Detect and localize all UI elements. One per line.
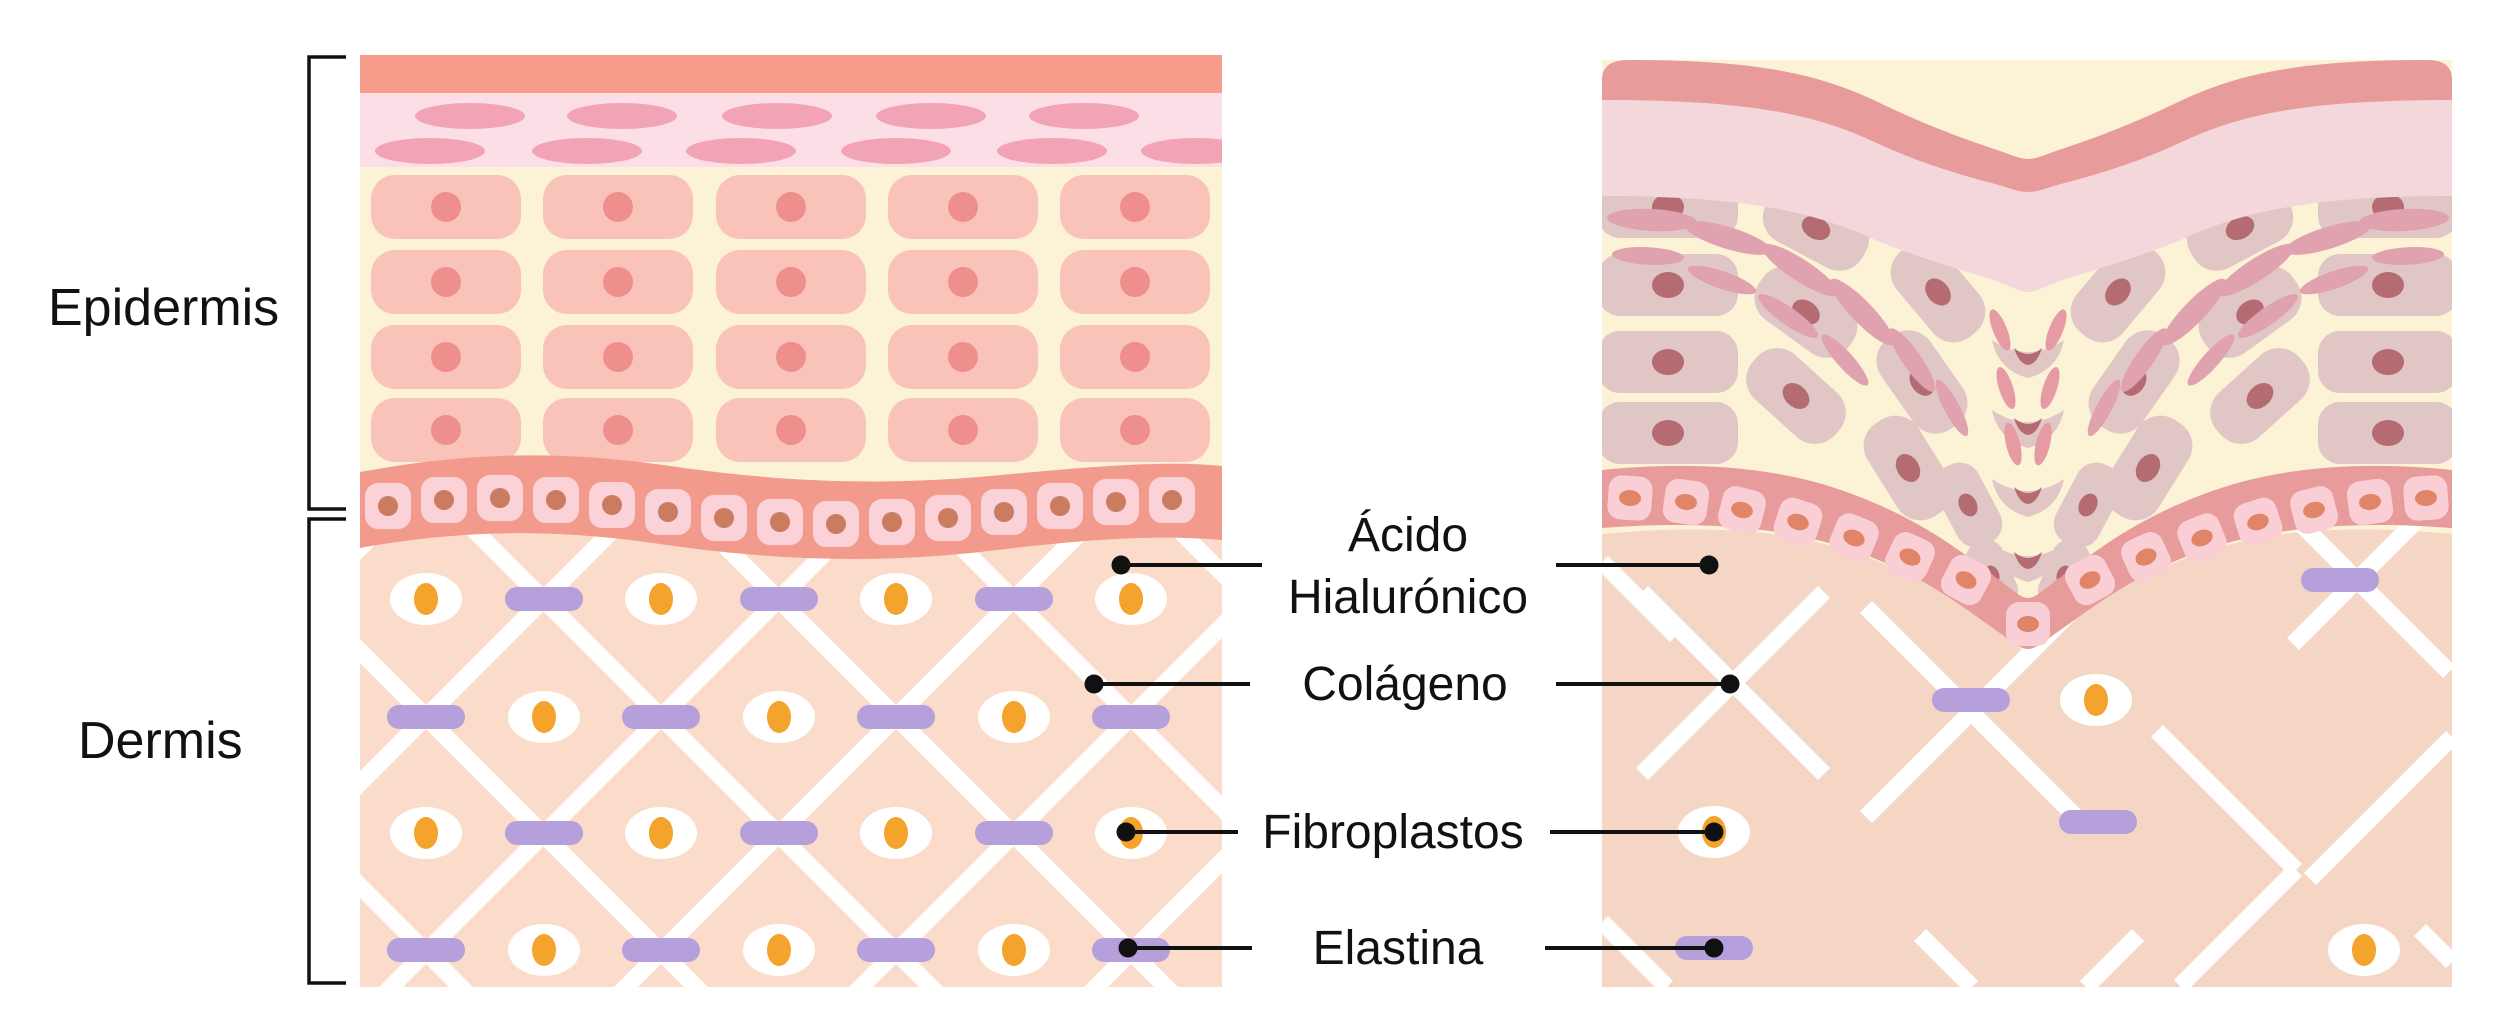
colageno-label: Colágeno	[1302, 658, 1508, 711]
elastin-fiber	[740, 587, 818, 611]
acido-label-line2: Hialurónico	[1288, 571, 1528, 624]
dermis-bracket-group: Dermis	[78, 517, 346, 985]
elastin-fiber	[857, 705, 935, 729]
epidermis-label: Epidermis	[48, 279, 279, 337]
epidermis-bracket	[307, 55, 346, 511]
elastin-fiber	[505, 587, 583, 611]
elastin-fiber	[975, 587, 1053, 611]
dermis-bracket	[307, 517, 346, 985]
elastin-fiber	[1092, 705, 1170, 729]
elastina-label: Elastina	[1313, 922, 1484, 975]
annotation-fibroplastos: Fibroplastos	[1116, 806, 1724, 859]
leader-dot	[1118, 938, 1138, 958]
elastin-fiber	[1932, 688, 2010, 712]
elastin-fiber	[505, 821, 583, 845]
elastin-fiber	[857, 938, 935, 962]
annotation-acido-hialuronico: Ácido Hialurónico	[1111, 509, 1719, 624]
fibroblast	[2060, 674, 2132, 726]
acido-label-line1: Ácido	[1348, 509, 1468, 562]
elastin-fiber	[2059, 810, 2137, 834]
fibroblast	[978, 924, 1050, 976]
dermis-label: Dermis	[78, 712, 243, 770]
elastin-fiber	[387, 705, 465, 729]
elastin-fiber	[975, 821, 1053, 845]
annotation-colageno: Colágeno	[1084, 658, 1740, 711]
stratum-corneum	[360, 55, 1222, 93]
elastin-fiber	[740, 821, 818, 845]
epidermis-bracket-group: Epidermis	[48, 55, 346, 511]
collagen-lattice	[360, 500, 1222, 987]
elastin-fiber	[622, 938, 700, 962]
fibroblast	[508, 691, 580, 743]
fibroblast	[860, 807, 932, 859]
fibroblast	[2328, 924, 2400, 976]
leader-dot	[1720, 674, 1740, 694]
fibroblast	[508, 924, 580, 976]
leader-dot	[1699, 555, 1719, 575]
aged-skin-panel	[1602, 60, 2452, 987]
wrinkled-stratum-corneum	[1602, 60, 2452, 192]
fibroblast	[390, 807, 462, 859]
elastin-fiber	[2301, 568, 2379, 592]
leader-dot	[1111, 555, 1131, 575]
fibroblast	[625, 573, 697, 625]
fibroblast	[743, 691, 815, 743]
annotation-elastina: Elastina	[1118, 922, 1724, 975]
compressed-granular-layer	[1602, 100, 2452, 292]
leader-dot	[1704, 822, 1724, 842]
leader-dot	[1704, 938, 1724, 958]
sparse-collagen-lines	[1602, 509, 2452, 987]
fibroblast	[390, 573, 462, 625]
fibroblast	[1095, 573, 1167, 625]
fibroblast	[978, 691, 1050, 743]
young-skin-panel	[360, 55, 1222, 987]
leader-dot	[1116, 822, 1136, 842]
elastin-fiber	[387, 938, 465, 962]
fibroplastos-label: Fibroplastos	[1262, 806, 1523, 859]
fibroblast	[743, 924, 815, 976]
leader-dot	[1084, 674, 1104, 694]
elastin-fiber	[622, 705, 700, 729]
fibroblast	[860, 573, 932, 625]
fibroblast	[625, 807, 697, 859]
